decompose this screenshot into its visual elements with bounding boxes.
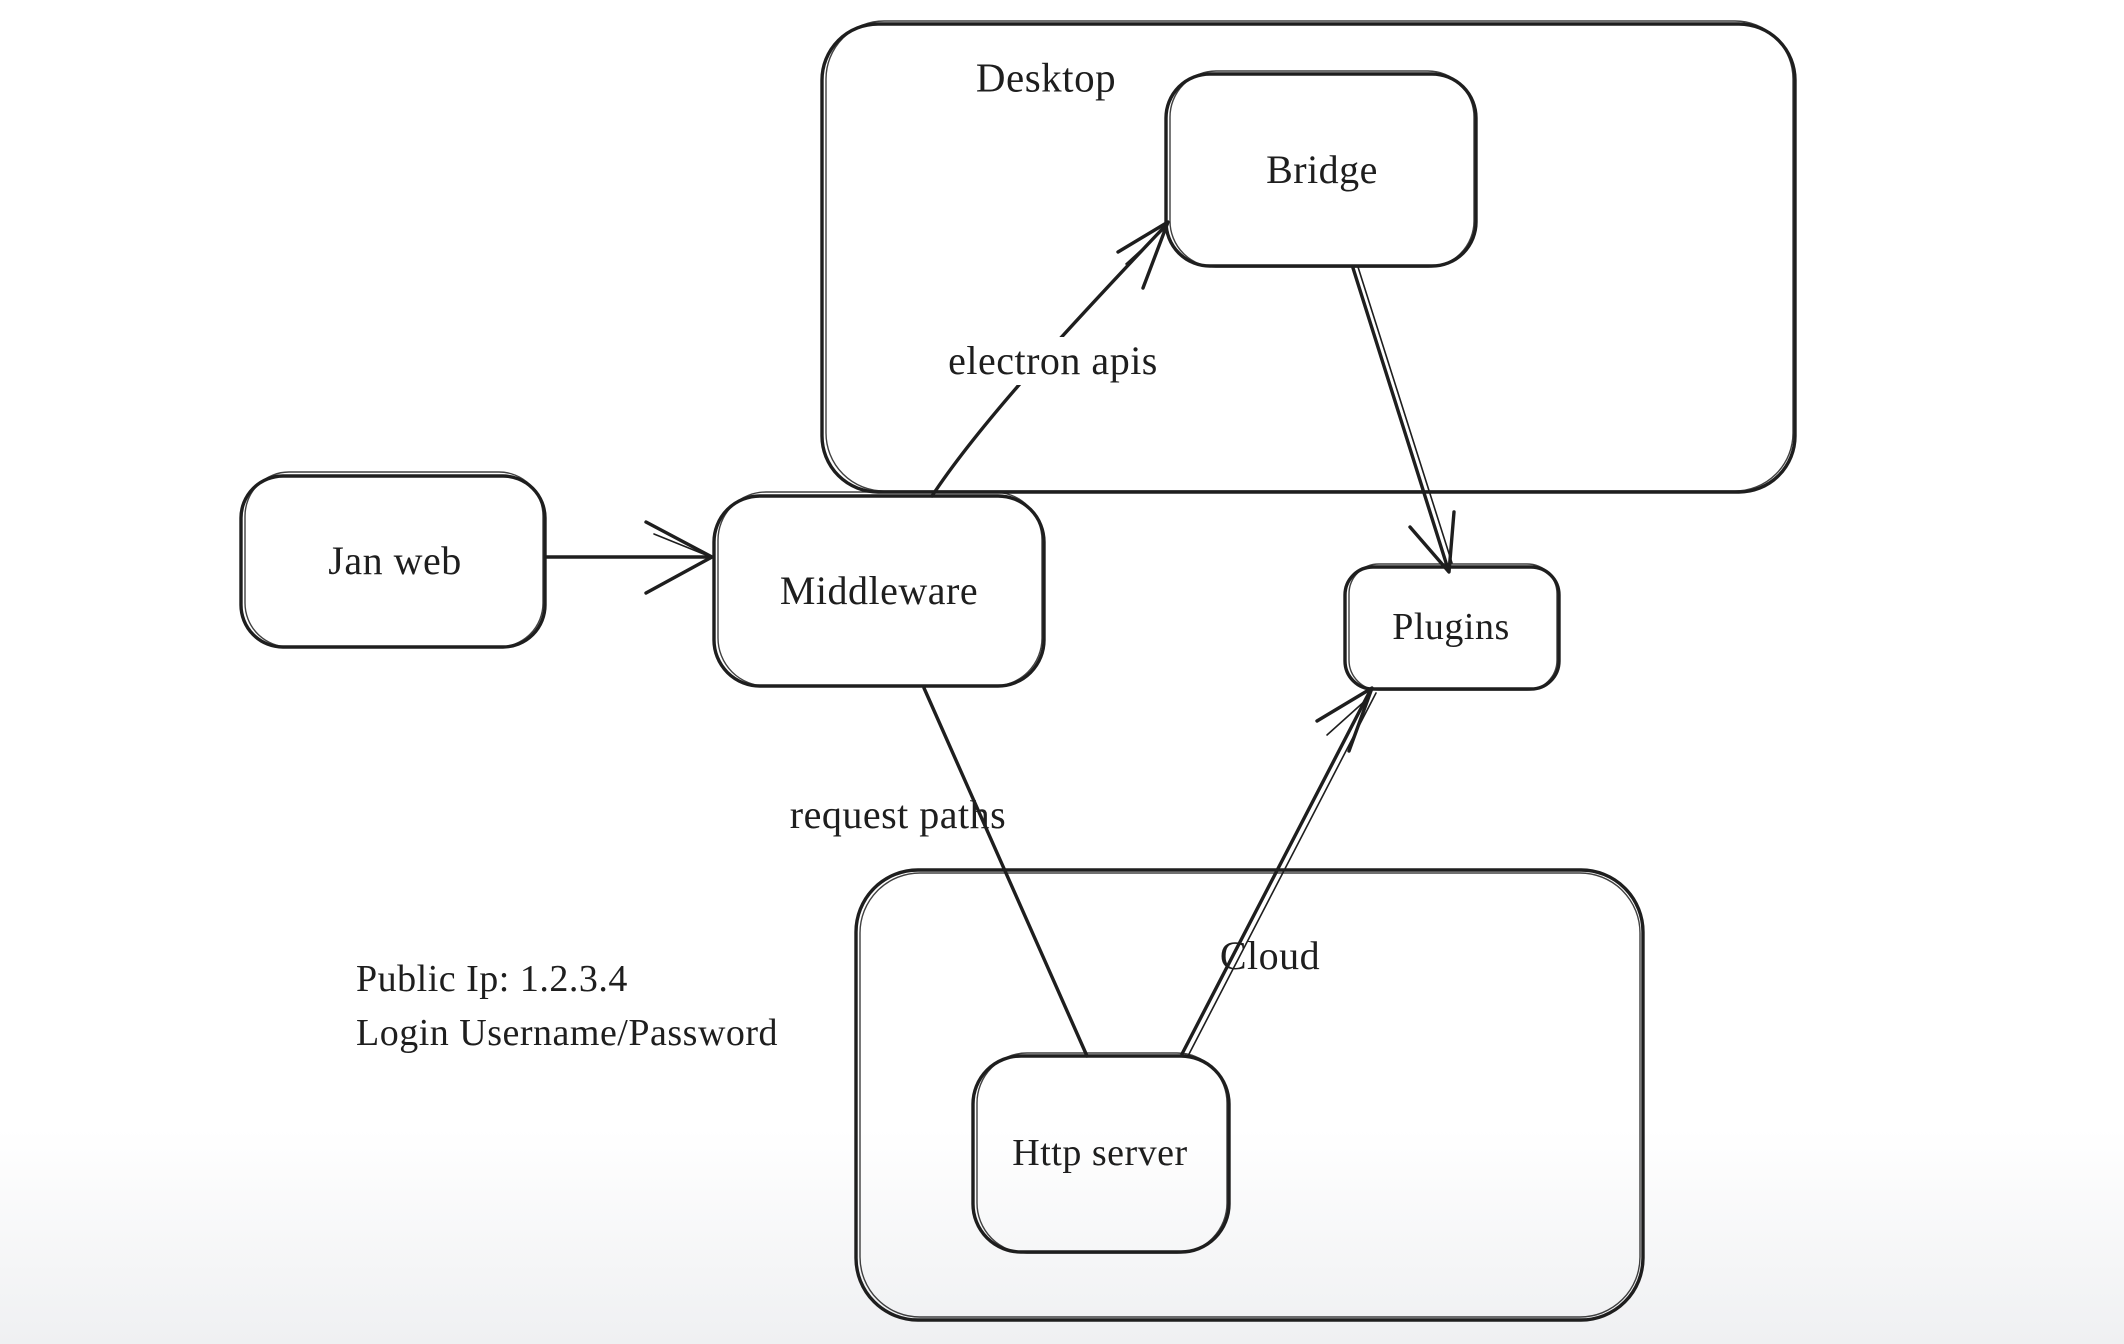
- edge-janweb-to-middleware[interactable]: [544, 520, 714, 595]
- cloud-container-box[interactable]: [854, 868, 1645, 1322]
- cloud-container-outline-echo: [859, 872, 1641, 1318]
- edge-bridge-plugins-arrowhead: [1408, 510, 1456, 574]
- cloud-container-outline: [854, 868, 1645, 1322]
- edge-httpserver-plugins-arrowhead: [1315, 686, 1374, 753]
- middleware-node-label[interactable]: Middleware: [779, 568, 979, 613]
- edge-httpserver-plugins-arrowhead-echo: [1326, 699, 1367, 736]
- http-server-node-label[interactable]: Http server: [1012, 1132, 1188, 1175]
- edge-middleware-httpserver-line: [922, 686, 1089, 1058]
- annotation-line-login: Login Username/Password: [356, 1012, 779, 1054]
- middleware-outline-echo: [717, 491, 1043, 687]
- edge-httpserver-plugins-line: [1180, 687, 1373, 1056]
- edge-middleware-to-httpserver[interactable]: [922, 686, 1089, 1058]
- edge-janweb-middleware-arrowhead: [644, 520, 714, 595]
- desktop-container-outline: [820, 22, 1797, 494]
- annotation-text[interactable]: Public Ip: 1.2.3.4 Login Username/Passwo…: [356, 952, 778, 1060]
- edge-janweb-middleware-arrowhead-echo: [653, 533, 707, 556]
- bridge-node[interactable]: [1164, 70, 1478, 268]
- cloud-container-label[interactable]: Cloud: [1219, 933, 1321, 978]
- jan-web-node-label[interactable]: Jan web: [328, 538, 462, 583]
- http-server-outline: [971, 1054, 1231, 1254]
- edge-bridge-to-plugins[interactable]: [1351, 266, 1456, 574]
- annotation-line-public-ip: Public Ip: 1.2.3.4: [356, 958, 628, 1000]
- middleware-node[interactable]: [712, 491, 1046, 688]
- jan-web-node[interactable]: [239, 471, 547, 649]
- desktop-container-box[interactable]: [820, 20, 1797, 494]
- edge-bridge-plugins-line: [1351, 266, 1450, 571]
- bridge-outline: [1164, 72, 1478, 268]
- bridge-node-label[interactable]: Bridge: [1266, 147, 1378, 192]
- edge-bridge-plugins-line-echo: [1357, 266, 1453, 564]
- edge-httpserver-to-plugins[interactable]: [1180, 686, 1377, 1057]
- plugins-node-label[interactable]: Plugins: [1392, 606, 1510, 649]
- bridge-outline-echo: [1169, 70, 1475, 268]
- edge-httpserver-plugins-line-echo: [1187, 692, 1377, 1057]
- desktop-container-outline-echo: [825, 20, 1794, 492]
- request-paths-edge-label[interactable]: request paths: [789, 792, 1007, 837]
- plugins-outline-echo: [1348, 563, 1558, 691]
- jan-web-outline-echo: [244, 471, 544, 648]
- plugins-node[interactable]: [1343, 563, 1561, 691]
- electron-apis-edge-label[interactable]: electron apis: [938, 337, 1168, 385]
- edge-middleware-bridge-arrowhead: [1116, 220, 1170, 290]
- desktop-container-label[interactable]: Desktop: [975, 54, 1117, 101]
- http-server-outline-echo: [976, 1052, 1228, 1254]
- edge-middleware-bridge-arrowhead-echo: [1125, 229, 1164, 265]
- http-server-node[interactable]: [971, 1052, 1231, 1254]
- plugins-outline: [1343, 565, 1561, 691]
